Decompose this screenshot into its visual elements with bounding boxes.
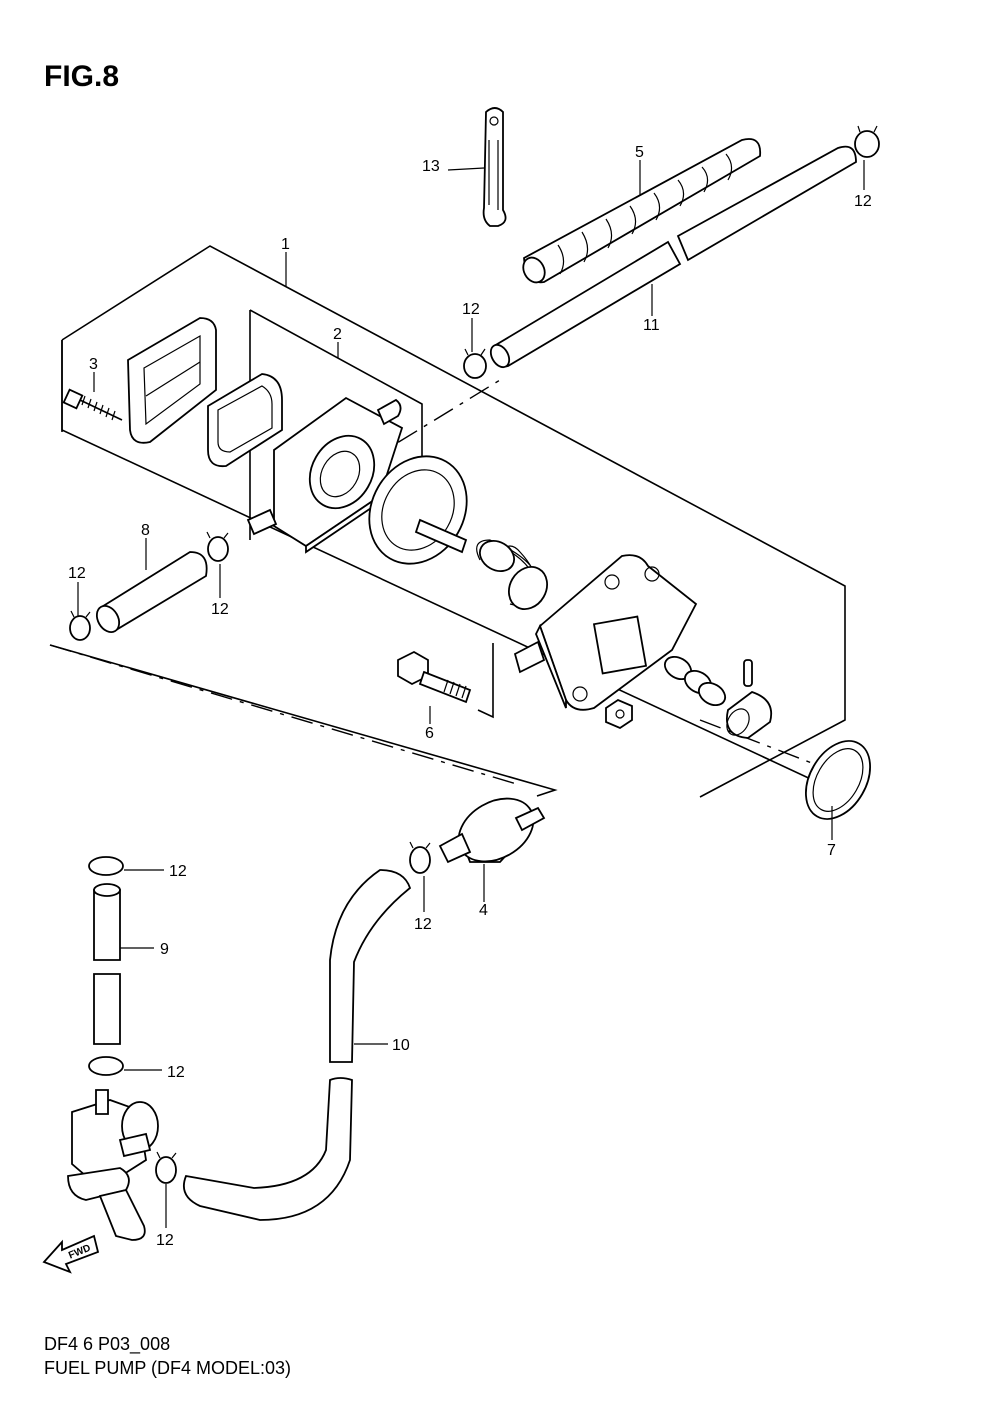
fuel-cock [67, 1089, 159, 1241]
clip-part-12-hose9-bottom [88, 1056, 124, 1076]
callout-12-upper-mid: 12 [462, 301, 480, 318]
diaphragm-gasket [207, 373, 283, 468]
callout-5: 5 [635, 144, 644, 161]
subassembly-bracket [49, 643, 558, 797]
callout-9: 9 [160, 941, 169, 958]
clip-part-12-top-right [854, 125, 880, 158]
callout-12-hose9-bottom: 12 [167, 1064, 185, 1081]
leader-lines [77, 160, 865, 1228]
hose-part-8 [95, 551, 208, 634]
pump-spring [476, 539, 548, 610]
clip-part-12-left-a [206, 531, 229, 562]
clip-part-12-cock [155, 1151, 177, 1184]
callout-2: 2 [333, 326, 342, 343]
callout-3: 3 [89, 356, 98, 373]
figure-caption: FUEL PUMP (DF4 MODEL:03) [44, 1358, 292, 1378]
clip-part-12-left-b [69, 610, 91, 641]
callout-12-hose9-top: 12 [169, 863, 187, 880]
callout-10: 10 [392, 1037, 410, 1054]
callout-7: 7 [827, 842, 836, 859]
clip-part-12-upper-mid [463, 348, 487, 379]
clip-part-12-filter [409, 841, 431, 874]
callout-labels: 1 2 3 4 5 6 7 8 9 10 11 12 12 12 12 12 1… [68, 144, 872, 1249]
pump-cap [513, 554, 698, 711]
callout-12-left-b: 12 [68, 565, 86, 582]
callout-12-left-a: 12 [211, 601, 229, 618]
pin [743, 659, 753, 687]
figure-title: FIG.8 [44, 60, 120, 93]
nut [605, 698, 633, 730]
pump-body-part-2 [246, 396, 404, 554]
bolt-part-6 [397, 650, 472, 704]
callout-12-cock: 12 [156, 1232, 174, 1249]
callout-12-filter: 12 [414, 916, 432, 933]
figure-code: DF4 6 P03_008 [44, 1334, 171, 1354]
fuel-filter-part-4 [438, 797, 546, 864]
diaphragm [368, 455, 468, 565]
forward-direction-arrow: FWD [42, 1234, 100, 1274]
pump-cover-plate [127, 317, 217, 444]
screw-part-3 [62, 388, 123, 421]
callout-8: 8 [141, 522, 150, 539]
callout-1: 1 [281, 236, 290, 253]
callout-12-top-right: 12 [854, 193, 872, 210]
valve-spring [663, 655, 727, 707]
clip-part-12-hose9-top [88, 856, 124, 876]
o-ring-part-7 [805, 740, 871, 820]
callout-13: 13 [422, 158, 440, 175]
fuel-hose-part-10 [182, 869, 412, 1221]
callout-11: 11 [643, 317, 660, 334]
callout-4: 4 [479, 902, 488, 919]
hose-clip-part-13 [482, 107, 507, 227]
fuel-hose-part-11 [489, 145, 857, 369]
protector-tube-part-5 [522, 138, 762, 284]
hose-part-9 [93, 883, 121, 1045]
callout-6: 6 [425, 725, 434, 742]
check-valve [726, 690, 773, 739]
